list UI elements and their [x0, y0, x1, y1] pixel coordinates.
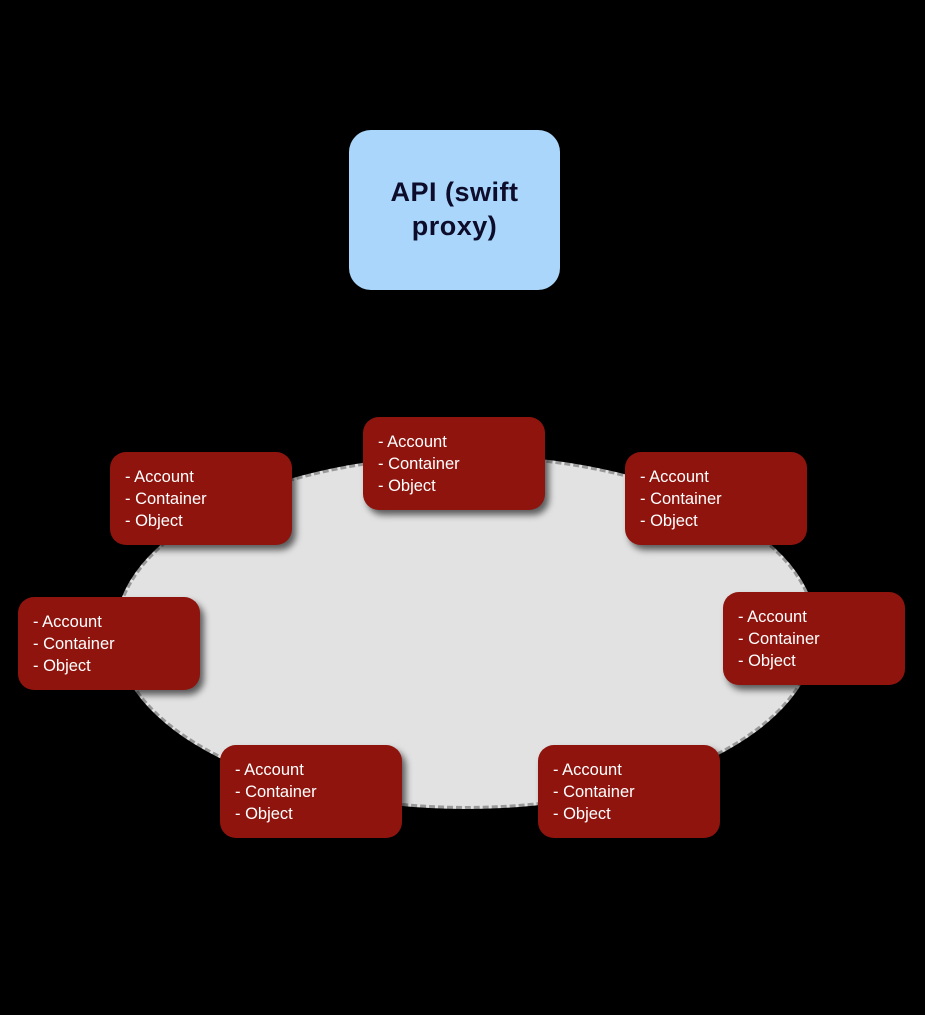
api-proxy-box: API (swift proxy) [349, 130, 560, 290]
node-line-account: - Account [33, 612, 102, 631]
node-line-account: - Account [235, 760, 304, 779]
storage-node-bottom-right: - Account - Container - Object [538, 745, 720, 838]
node-line-container: - Container [553, 782, 635, 801]
node-line-account: - Account [738, 607, 807, 626]
node-line-object: - Object [235, 804, 293, 823]
storage-node-mid-right: - Account - Container - Object [723, 592, 905, 685]
storage-node-top-right: - Account - Container - Object [625, 452, 807, 545]
node-line-object: - Object [33, 656, 91, 675]
storage-node-top-left: - Account - Container - Object [110, 452, 292, 545]
node-line-container: - Container [33, 634, 115, 653]
node-line-account: - Account [125, 467, 194, 486]
node-line-object: - Object [378, 476, 436, 495]
node-line-account: - Account [378, 432, 447, 451]
storage-node-bottom-left: - Account - Container - Object [220, 745, 402, 838]
node-line-object: - Object [640, 511, 698, 530]
node-line-object: - Object [553, 804, 611, 823]
storage-node-mid-left: - Account - Container - Object [18, 597, 200, 690]
node-line-container: - Container [235, 782, 317, 801]
node-line-container: - Container [640, 489, 722, 508]
node-line-object: - Object [738, 651, 796, 670]
node-line-container: - Container [125, 489, 207, 508]
node-line-container: - Container [738, 629, 820, 648]
node-line-account: - Account [640, 467, 709, 486]
node-line-object: - Object [125, 511, 183, 530]
node-line-container: - Container [378, 454, 460, 473]
api-proxy-label: API (swift proxy) [390, 177, 519, 241]
node-line-account: - Account [553, 760, 622, 779]
storage-node-top-center: - Account - Container - Object [363, 417, 545, 510]
